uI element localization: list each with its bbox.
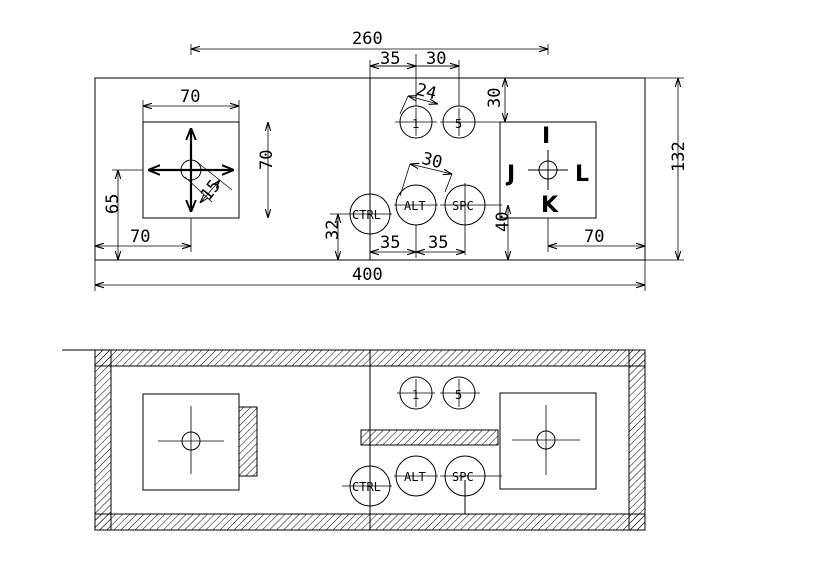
section-left-pad (142, 393, 258, 491)
section-key-ctrl: CTRL (342, 465, 392, 507)
direction-right-label: L (575, 162, 589, 187)
section-frame-left (94, 349, 112, 531)
dim-left-pad-width: 70 (180, 87, 200, 107)
dim-right-40: 40 (493, 212, 513, 232)
section-support-bar (360, 429, 499, 446)
svg-text:ALT: ALT (404, 199, 426, 213)
svg-text:5: 5 (455, 117, 462, 131)
section-key-alt: ALT (394, 455, 438, 497)
section-key-5: 5 (440, 376, 480, 410)
svg-text:1: 1 (412, 388, 419, 402)
section-key-spc: SPC (440, 455, 502, 497)
dim-left-pad-height: 70 (257, 150, 277, 170)
right-direction-pad: I J L K (499, 121, 597, 219)
section-view: 1 5 CTRL ALT SPC (62, 349, 646, 531)
svg-text:CTRL: CTRL (352, 208, 381, 222)
svg-text:SPC: SPC (452, 199, 474, 213)
dim-bottom-35-left: 35 (380, 233, 400, 253)
top-key-alt: ALT (394, 184, 438, 226)
dim-left-offset-y: 65 (103, 194, 123, 214)
svg-text:5: 5 (455, 388, 462, 402)
dim-top-30: 30 (426, 49, 446, 69)
dim-ctrl-32: 32 (323, 220, 343, 240)
dim-spacing-30: 30 (420, 149, 445, 173)
svg-text:1: 1 (412, 117, 419, 131)
section-right-pad (499, 392, 597, 490)
dim-right-30: 30 (485, 88, 505, 108)
left-joystick-pad: 15 (142, 121, 240, 219)
section-frame-right (628, 349, 646, 531)
svg-text:SPC: SPC (452, 470, 474, 484)
svg-text:ALT: ALT (404, 470, 426, 484)
svg-text:CTRL: CTRL (352, 480, 381, 494)
top-key-5: 5 (440, 105, 480, 139)
dim-right-offset-70: 70 (584, 227, 604, 247)
dim-260: 260 (352, 29, 383, 49)
top-key-spc: SPC (440, 183, 502, 255)
direction-down-label: K (541, 193, 559, 218)
top-view: 15 I J L K 1 5 CTRL (94, 29, 689, 291)
dim-overall-height: 132 (669, 141, 689, 172)
dim-left-offset-x: 70 (130, 227, 150, 247)
dim-bottom-35-right: 35 (428, 233, 448, 253)
dim-key-24: 24 (414, 80, 439, 104)
direction-left-label: J (505, 162, 515, 187)
section-key-1: 1 (397, 376, 435, 410)
dim-overall-width: 400 (352, 265, 383, 285)
dim-top-35: 35 (380, 49, 400, 69)
direction-up-label: I (542, 124, 550, 149)
stick-diameter-label: 15 (197, 176, 225, 204)
